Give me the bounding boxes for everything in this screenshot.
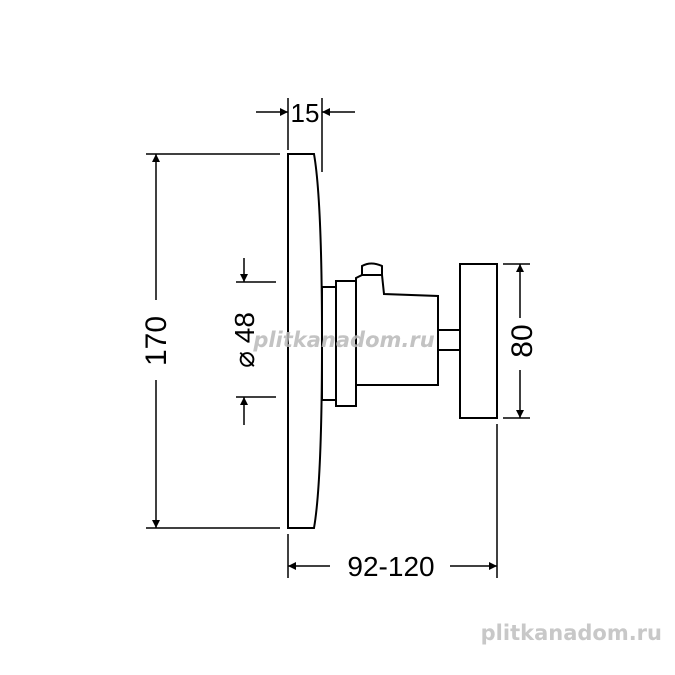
dimension-depth	[287, 424, 498, 578]
dimension-label-height: 170	[140, 316, 173, 366]
watermark-center: plitkanadom.ru	[252, 328, 434, 352]
dimension-label-depth: 92-120	[347, 551, 434, 582]
dimension-diameter	[236, 258, 276, 425]
dimension-handle-width	[503, 263, 530, 419]
dimension-label-diameter: ⌀ 48	[229, 312, 260, 368]
watermark-corner: plitkanadom.ru	[481, 621, 662, 645]
dimension-thickness	[256, 98, 355, 172]
dimension-label-thickness: 15	[291, 98, 320, 128]
valve-body	[321, 262, 439, 407]
dimension-height	[146, 153, 280, 529]
cross-handle	[459, 263, 498, 419]
spindle	[438, 329, 460, 351]
dimension-label-handle-width: 80	[506, 324, 539, 357]
